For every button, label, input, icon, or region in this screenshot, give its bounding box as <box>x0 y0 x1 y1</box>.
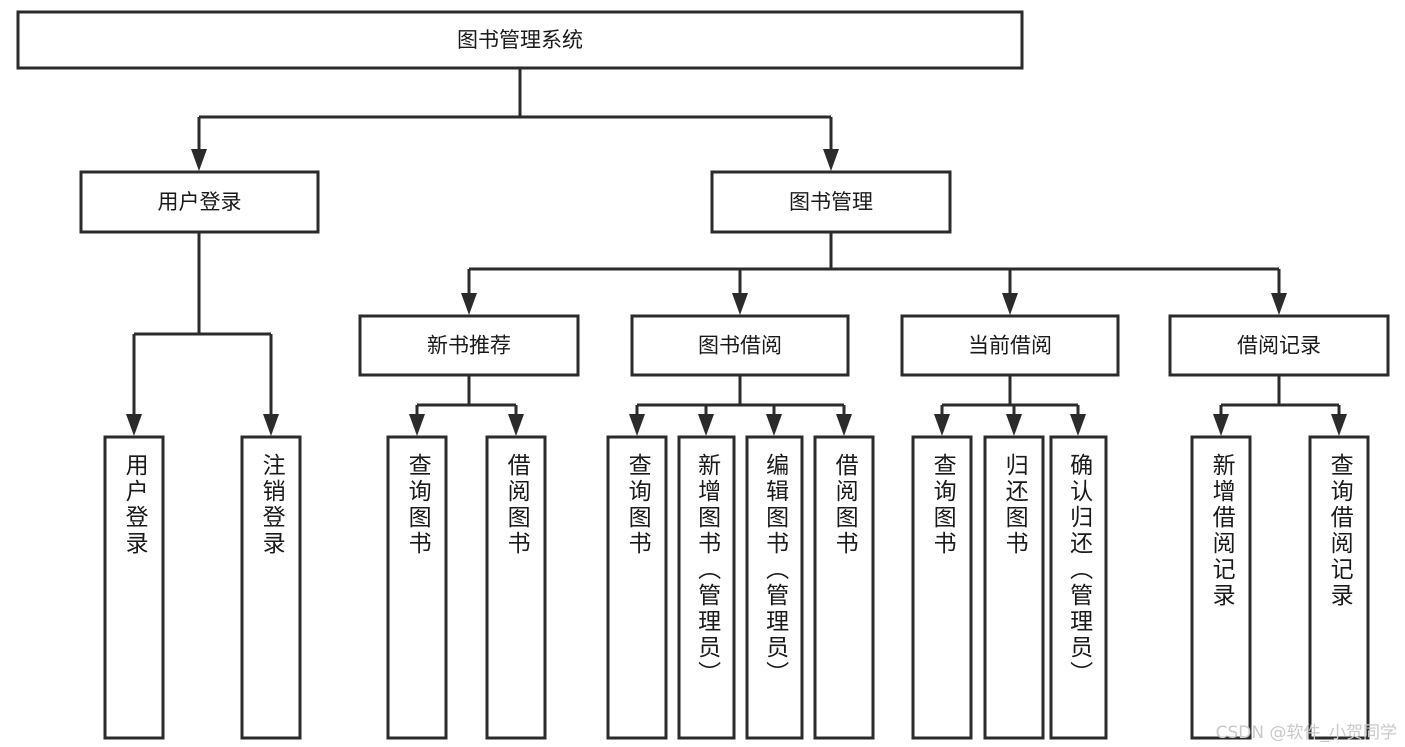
node-box-leaf_4[interactable] <box>485 435 547 740</box>
node-box-l2_a[interactable] <box>358 314 580 377</box>
connector-records-to-leaves <box>1213 375 1347 436</box>
node-label-l2_c: 当前借阅 <box>968 334 1052 358</box>
connector-borrow-to-leaves <box>629 375 852 436</box>
arrow-head-icon <box>823 149 839 171</box>
arrow-head-icon <box>1331 414 1347 436</box>
arrow-head-icon <box>263 414 279 436</box>
node-box-leaf_8[interactable] <box>813 435 875 740</box>
connector-root-to-level1 <box>191 68 839 171</box>
node-box-leaf_11[interactable] <box>1049 435 1108 740</box>
node-label-l2_b: 图书借阅 <box>698 334 782 358</box>
arrow-head-icon <box>629 414 645 436</box>
node-box-leaf_7[interactable] <box>745 435 804 740</box>
arrow-head-icon <box>698 414 714 436</box>
node-box-leaf_2[interactable] <box>240 435 302 740</box>
arrow-head-icon <box>191 149 207 171</box>
node-label-l1_b: 图书管理 <box>789 190 873 214</box>
node-box-l1_b[interactable] <box>710 170 952 234</box>
node-box-l2_d[interactable] <box>1168 314 1390 377</box>
node-box-leaf_3[interactable] <box>386 435 448 740</box>
arrow-head-icon <box>1006 414 1022 436</box>
node-label-root: 图书管理系统 <box>457 28 583 52</box>
arrow-head-icon <box>1213 414 1229 436</box>
node-box-leaf_10[interactable] <box>983 435 1045 740</box>
node-box-leaf_13[interactable] <box>1308 435 1370 740</box>
watermark-text: CSDN @软件_小贺同学 <box>1215 723 1397 743</box>
node-box-leaf_9[interactable] <box>911 435 973 740</box>
arrow-head-icon <box>934 414 950 436</box>
node-box-l1_a[interactable] <box>79 170 320 234</box>
connector-newbooks-to-leaves <box>409 375 524 436</box>
arrow-head-icon <box>1070 414 1086 436</box>
connector-books-to-level2 <box>461 232 1287 315</box>
node-label-l2_a: 新书推荐 <box>427 334 511 358</box>
node-label-l1_a: 用户登录 <box>158 190 242 214</box>
arrow-head-icon <box>1002 293 1018 315</box>
node-box-l2_c[interactable] <box>900 314 1120 377</box>
node-box-root[interactable] <box>16 10 1024 70</box>
arrow-head-icon <box>126 414 142 436</box>
arrow-head-icon <box>766 414 782 436</box>
arrow-head-icon <box>836 414 852 436</box>
connector-current-to-leaves <box>934 375 1086 436</box>
node-box-l2_b[interactable] <box>630 314 850 377</box>
edges-layer <box>126 68 1347 436</box>
arrow-head-icon <box>508 414 524 436</box>
node-box-leaf_12[interactable] <box>1190 435 1252 740</box>
arrow-head-icon <box>732 293 748 315</box>
node-label-l2_d: 借阅记录 <box>1237 334 1321 358</box>
arrow-head-icon <box>409 414 425 436</box>
arrow-head-icon <box>1271 293 1287 315</box>
node-box-leaf_1[interactable] <box>103 435 165 740</box>
arrow-head-icon <box>461 293 477 315</box>
node-box-leaf_6[interactable] <box>677 435 736 740</box>
node-box-leaf_5[interactable] <box>606 435 668 740</box>
connector-login-to-leaves <box>126 232 279 436</box>
